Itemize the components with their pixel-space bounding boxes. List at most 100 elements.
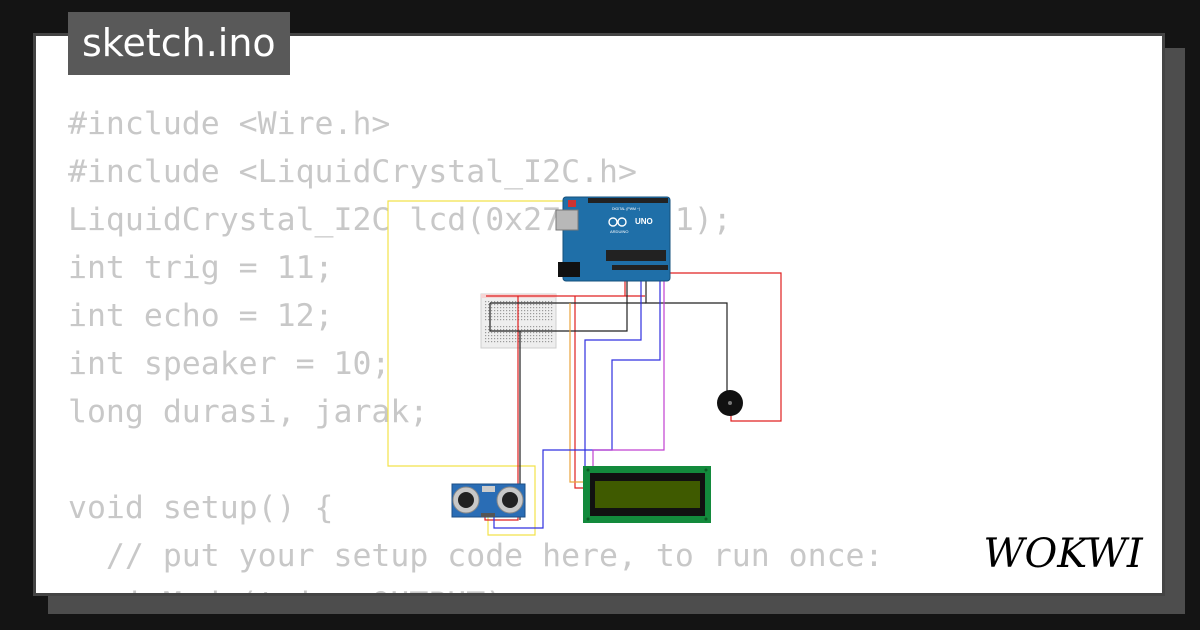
wire-yellow[interactable] <box>387 200 587 536</box>
breadboard-hole <box>500 319 502 321</box>
breadboard-hole <box>545 301 547 303</box>
wire-black[interactable] <box>645 281 728 392</box>
breadboard-hole <box>539 310 541 312</box>
breadboard-hole <box>485 332 487 334</box>
breadboard-hole <box>506 304 508 306</box>
wire-orange[interactable] <box>569 303 588 483</box>
breadboard-hole <box>500 326 502 328</box>
breadboard-hole <box>539 313 541 315</box>
breadboard-hole <box>503 307 505 309</box>
breadboard-hole <box>533 335 535 337</box>
breadboard-hole <box>506 335 508 337</box>
breadboard-hole <box>488 319 490 321</box>
breadboard-hole <box>542 304 544 306</box>
breadboard-hole <box>509 338 511 340</box>
breadboard-hole <box>506 310 508 312</box>
breadboard-hole <box>506 316 508 318</box>
breadboard-hole <box>545 326 547 328</box>
breadboard-hole <box>551 310 553 312</box>
breadboard-hole <box>533 332 535 334</box>
breadboard-hole <box>527 307 529 309</box>
breadboard-hole <box>545 338 547 340</box>
breadboard-hole <box>488 326 490 328</box>
breadboard-hole <box>542 335 544 337</box>
breadboard-hole <box>548 313 550 315</box>
breadboard-hole <box>500 329 502 331</box>
breadboard-hole <box>494 304 496 306</box>
breadboard-hole <box>500 335 502 337</box>
arduino-uno[interactable]: UNO ARDUINO DIGITAL (PWM ~) <box>555 196 671 282</box>
lcd-display[interactable] <box>583 466 711 523</box>
breadboard-hole <box>542 319 544 321</box>
breadboard-hole <box>488 329 490 331</box>
breadboard-hole <box>521 313 523 315</box>
breadboard-hole <box>539 335 541 337</box>
breadboard-hole <box>500 310 502 312</box>
breadboard-hole <box>542 316 544 318</box>
breadboard-hole <box>527 313 529 315</box>
breadboard-hole <box>542 310 544 312</box>
breadboard-hole <box>539 332 541 334</box>
breadboard-hole <box>524 335 526 337</box>
breadboard-hole <box>485 319 487 321</box>
wire-black[interactable] <box>489 281 628 332</box>
breadboard-hole <box>512 332 514 334</box>
breadboard-hole <box>536 307 538 309</box>
wire-red[interactable] <box>668 272 782 422</box>
breadboard-hole <box>551 329 553 331</box>
breadboard-hole <box>512 310 514 312</box>
breadboard-hole <box>521 335 523 337</box>
breadboard-hole <box>491 301 493 303</box>
breadboard-hole <box>548 329 550 331</box>
breadboard-hole <box>539 301 541 303</box>
breadboard-hole <box>515 341 517 343</box>
breadboard-hole <box>512 319 514 321</box>
buzzer[interactable] <box>717 390 743 416</box>
breadboard-hole <box>530 329 532 331</box>
breadboard-hole <box>524 307 526 309</box>
breadboard-hole <box>524 329 526 331</box>
breadboard-hole <box>500 304 502 306</box>
breadboard-hole <box>485 307 487 309</box>
breadboard-hole <box>551 313 553 315</box>
breadboard-hole <box>542 329 544 331</box>
breadboard-hole <box>536 313 538 315</box>
breadboard-hole <box>533 310 535 312</box>
breadboard-hole <box>515 332 517 334</box>
breadboard-hole <box>536 326 538 328</box>
file-tab[interactable]: sketch.ino <box>68 12 290 75</box>
arduino-brand-label: ARDUINO <box>610 229 628 234</box>
code-line: #include <Wire.h> <box>68 106 391 142</box>
breadboard-hole <box>521 332 523 334</box>
breadboard-hole <box>542 341 544 343</box>
breadboard-hole <box>521 316 523 318</box>
breadboard-hole <box>536 316 538 318</box>
breadboard-hole <box>521 326 523 328</box>
breadboard-hole <box>488 316 490 318</box>
breadboard-hole <box>509 319 511 321</box>
breadboard-hole <box>536 338 538 340</box>
breadboard-hole <box>521 338 523 340</box>
breadboard-hole <box>515 307 517 309</box>
breadboard-hole <box>512 329 514 331</box>
wire-red[interactable] <box>484 296 519 521</box>
breadboard-hole <box>497 310 499 312</box>
ultrasonic-sensor[interactable] <box>451 483 526 518</box>
breadboard-hole <box>506 301 508 303</box>
breadboard-hole <box>485 310 487 312</box>
wire-blue[interactable] <box>493 281 661 529</box>
breadboard-hole <box>527 329 529 331</box>
breadboard-hole <box>485 326 487 328</box>
breadboard-hole <box>494 338 496 340</box>
breadboard-hole <box>551 338 553 340</box>
breadboard-hole <box>485 335 487 337</box>
breadboard-hole <box>503 304 505 306</box>
breadboard-hole <box>509 304 511 306</box>
breadboard-hole <box>539 319 541 321</box>
breadboard-hole <box>530 316 532 318</box>
breadboard-hole <box>494 313 496 315</box>
arduino-model-label: UNO <box>635 217 653 226</box>
breadboard-hole <box>500 307 502 309</box>
breadboard-hole <box>548 338 550 340</box>
breadboard-hole <box>527 304 529 306</box>
